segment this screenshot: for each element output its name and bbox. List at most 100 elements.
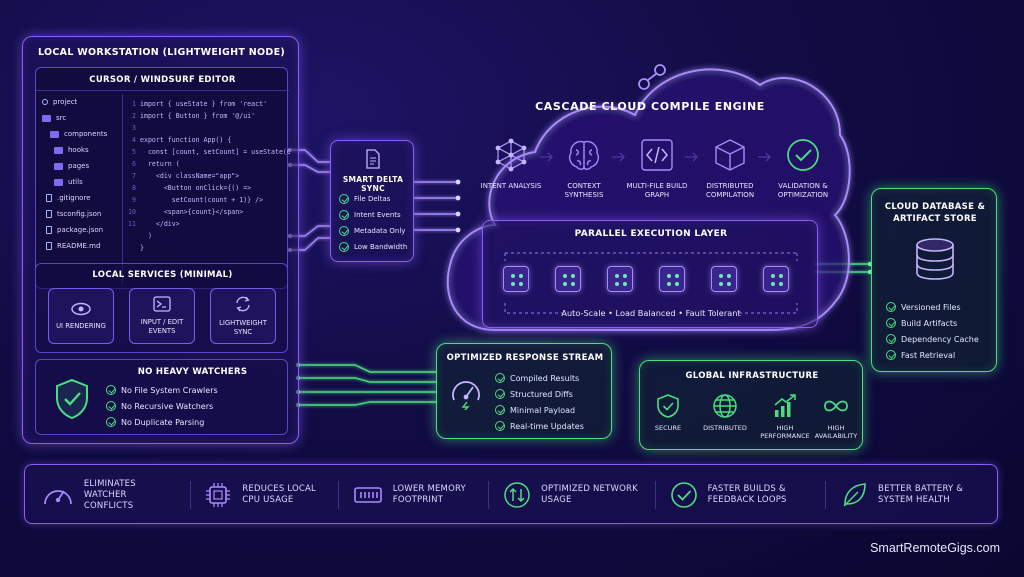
line-number: 4 <box>132 136 136 144</box>
code-brackets-icon <box>641 139 673 171</box>
check-icon <box>339 194 349 204</box>
benefit-faster-builds: FASTER BUILDS & FEEDBACK LOOPS <box>670 481 812 509</box>
sync-item: Low Bandwidth <box>339 239 407 255</box>
smart-delta-sync-panel: SMART DELTA SYNC File Deltas Intent Even… <box>330 140 414 262</box>
check-icon <box>886 334 896 344</box>
code-line: import { useState } from 'react' <box>140 100 268 108</box>
service-label: LIGHTWEIGHT SYNC <box>219 319 267 336</box>
file-icon <box>46 194 52 202</box>
file-tree-item[interactable]: components <box>42 126 122 142</box>
database-icon <box>916 238 954 280</box>
database-list: Versioned Files Build Artifacts Dependen… <box>886 299 979 363</box>
document-icon <box>366 149 380 169</box>
line-number: 5 <box>132 148 136 156</box>
folder-icon <box>42 114 51 122</box>
globe-icon <box>713 394 737 418</box>
processor-chip-icon <box>763 266 789 292</box>
parallel-title: PARALLEL EXECUTION LAYER <box>574 229 728 239</box>
memory-icon <box>353 487 382 503</box>
check-icon <box>495 421 505 431</box>
speedometer-icon <box>452 381 480 410</box>
line-number: 8 <box>132 184 136 192</box>
benefit-label: ELIMINATES WATCHER CONFLICTS <box>83 478 136 511</box>
infra-label: SECURE <box>654 424 682 432</box>
folder-icon <box>54 162 63 170</box>
code-view[interactable]: import { useState } from 'react' import {… <box>140 98 290 254</box>
file-tree-item[interactable]: project <box>42 94 122 110</box>
watermark-text[interactable]: SmartRemoteGigs.com <box>870 541 1000 555</box>
watcher-item: No Duplicate Parsing <box>106 414 218 430</box>
benefit-battery-health: BETTER BATTERY & SYSTEM HEALTH <box>840 481 982 509</box>
checkmark-circle-icon <box>670 482 697 508</box>
response-item: Compiled Results <box>495 370 584 386</box>
pipeline-steps: INTENT ANALYSIS CONTEXT SYNTHESIS MULTI-… <box>472 138 836 208</box>
line-number: 3 <box>132 124 136 132</box>
benefit-label: REDUCES LOCAL CPU USAGE <box>242 484 316 505</box>
file-tree-item[interactable]: hooks <box>42 142 122 158</box>
parallel-execution-panel: PARALLEL EXECUTION LAYER Auto-Scale • Lo… <box>482 220 818 328</box>
benefit-label: LOWER MEMORY FOOTPRINT <box>392 484 466 505</box>
sync-item: Intent Events <box>339 207 407 223</box>
service-label: UI RENDERING <box>56 321 106 330</box>
file-tree-item[interactable]: tsconfig.json <box>42 206 122 222</box>
check-icon <box>495 373 505 383</box>
file-tree-item[interactable]: README.md <box>42 238 122 254</box>
response-title: OPTIMIZED RESPONSE STREAM <box>446 353 604 363</box>
code-line <box>140 122 290 134</box>
check-icon <box>339 210 349 220</box>
database-item: Fast Retrieval <box>886 347 979 363</box>
file-icon <box>46 226 52 234</box>
folder-icon <box>50 130 59 138</box>
sync-icon <box>236 296 250 312</box>
benefit-memory-footprint: LOWER MEMORY FOOTPRINT <box>353 484 475 506</box>
processor-chip-icon <box>555 266 581 292</box>
file-icon <box>46 210 52 218</box>
check-icon <box>339 242 349 252</box>
file-icon <box>46 242 52 250</box>
infrastructure-panel: GLOBAL INFRASTRUCTURE SECURE DISTRIBUTED… <box>639 360 863 450</box>
code-line: import { Button } from '@/ui' <box>140 112 256 120</box>
database-item: Versioned Files <box>886 299 979 315</box>
infra-label: HIGH AVAILABILITY <box>814 424 858 440</box>
growth-chart-icon <box>774 394 796 417</box>
step-distributed-compilation: DISTRIBUTED COMPILATION <box>705 182 755 199</box>
code-line: </div> <box>140 220 180 228</box>
line-number: 7 <box>132 172 136 180</box>
response-list: Compiled Results Structured Diffs Minima… <box>495 370 584 434</box>
processor-chip-icon <box>607 266 633 292</box>
workstation-panel: LOCAL WORKSTATION (LIGHTWEIGHT NODE) CUR… <box>22 36 299 444</box>
parallel-caption: Auto-Scale • Load Balanced • Fault Toler… <box>561 308 741 318</box>
file-tree-item[interactable]: src <box>42 110 122 126</box>
code-line: ) <box>140 232 152 240</box>
benefit-watcher-conflicts: ELIMINATES WATCHER CONFLICTS <box>42 479 176 512</box>
terminal-icon <box>153 296 171 312</box>
check-icon <box>106 401 116 411</box>
watcher-item: No Recursive Watchers <box>106 398 218 414</box>
cube-icon <box>715 139 745 171</box>
check-icon <box>886 350 896 360</box>
code-line: <span>{count}</span> <box>140 208 244 216</box>
workstation-title: LOCAL WORKSTATION (LIGHTWEIGHT NODE) <box>38 47 285 58</box>
infinity-icon <box>824 400 848 412</box>
benefits-bar: ELIMINATES WATCHER CONFLICTS REDUCES LOC… <box>24 464 998 524</box>
watcher-item: No File System Crawlers <box>106 382 218 398</box>
benefit-label: OPTIMIZED NETWORK USAGE <box>541 484 638 505</box>
code-line: <div className="app"> <box>140 172 240 180</box>
file-tree-item[interactable]: pages <box>42 158 122 174</box>
network-arrows-icon <box>504 482 530 508</box>
response-stream-panel: OPTIMIZED RESPONSE STREAM Compiled Resul… <box>436 343 612 439</box>
processor-chips <box>483 263 819 295</box>
line-number: 10 <box>128 208 136 216</box>
file-tree-item[interactable]: utils <box>42 174 122 190</box>
code-line: export function App() { <box>140 136 232 144</box>
line-number: 1 <box>132 100 136 108</box>
file-tree-item[interactable]: package.json <box>42 222 122 238</box>
file-tree-item[interactable]: .gitignore <box>42 190 122 206</box>
line-number: 2 <box>132 112 136 120</box>
processor-chip-icon <box>711 266 737 292</box>
code-line: const [count, setCount] = useState(0) <box>140 148 290 156</box>
folder-icon <box>54 146 63 154</box>
infra-label: DISTRIBUTED <box>703 424 747 432</box>
step-intent-analysis: INTENT ANALYSIS <box>480 182 542 190</box>
